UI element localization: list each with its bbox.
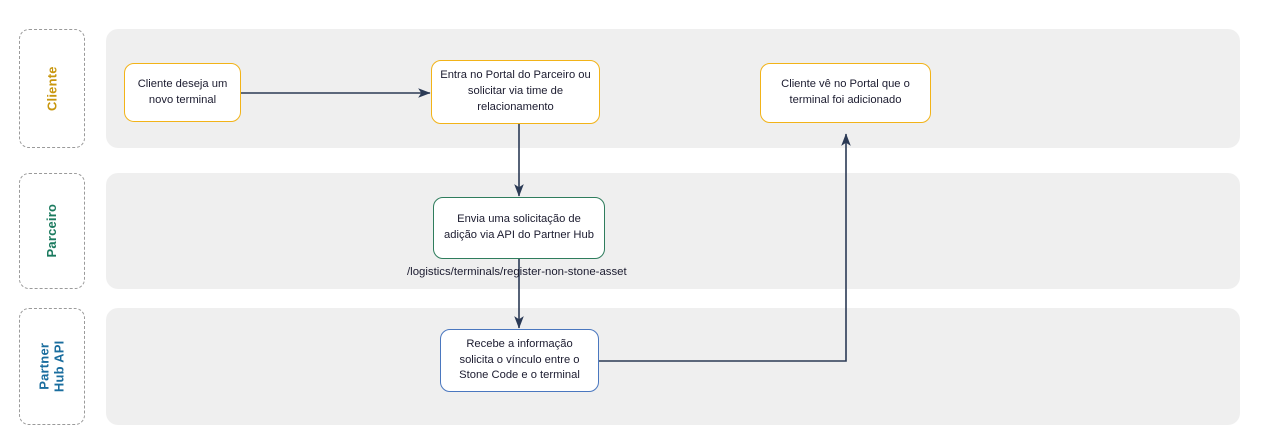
node-text: Entra no Portal do Parceiro ou solicitar… xyxy=(440,69,591,113)
node-envia-solicitacao-via-api[interactable]: Envia uma solicitação de adição via API … xyxy=(433,197,605,259)
node-text: Cliente vê no Portal que o terminal foi … xyxy=(781,78,910,106)
lane-label-parceiro-text: Parceiro xyxy=(44,204,60,258)
edge-label-api-path: /logistics/terminals/register-non-stone-… xyxy=(407,266,627,278)
lane-label-cliente-text: Cliente xyxy=(44,66,60,111)
node-cliente-deseja-novo-terminal[interactable]: Cliente deseja um novo terminal xyxy=(124,63,241,122)
node-text: Envia uma solicitação de adição via API … xyxy=(444,213,594,241)
lane-label-parceiro: Parceiro xyxy=(19,173,85,289)
lane-label-partner-hub-api-text: Partner Hub API xyxy=(36,340,67,393)
lane-strip-parceiro xyxy=(106,173,1240,289)
node-cliente-ve-no-portal[interactable]: Cliente vê no Portal que o terminal foi … xyxy=(760,63,931,123)
lane-strip-cliente xyxy=(106,29,1240,148)
lane-strip-partner-hub-api xyxy=(106,308,1240,425)
node-text: Recebe a informação solicita o vínculo e… xyxy=(459,337,580,382)
node-recebe-informacao-vincula-stone-code[interactable]: Recebe a informação solicita o vínculo e… xyxy=(440,329,599,392)
node-entra-no-portal-do-parceiro[interactable]: Entra no Portal do Parceiro ou solicitar… xyxy=(431,60,600,124)
lane-label-partner-hub-api: Partner Hub API xyxy=(19,308,85,425)
node-text: Cliente deseja um novo terminal xyxy=(137,77,228,106)
lane-label-cliente: Cliente xyxy=(19,29,85,148)
